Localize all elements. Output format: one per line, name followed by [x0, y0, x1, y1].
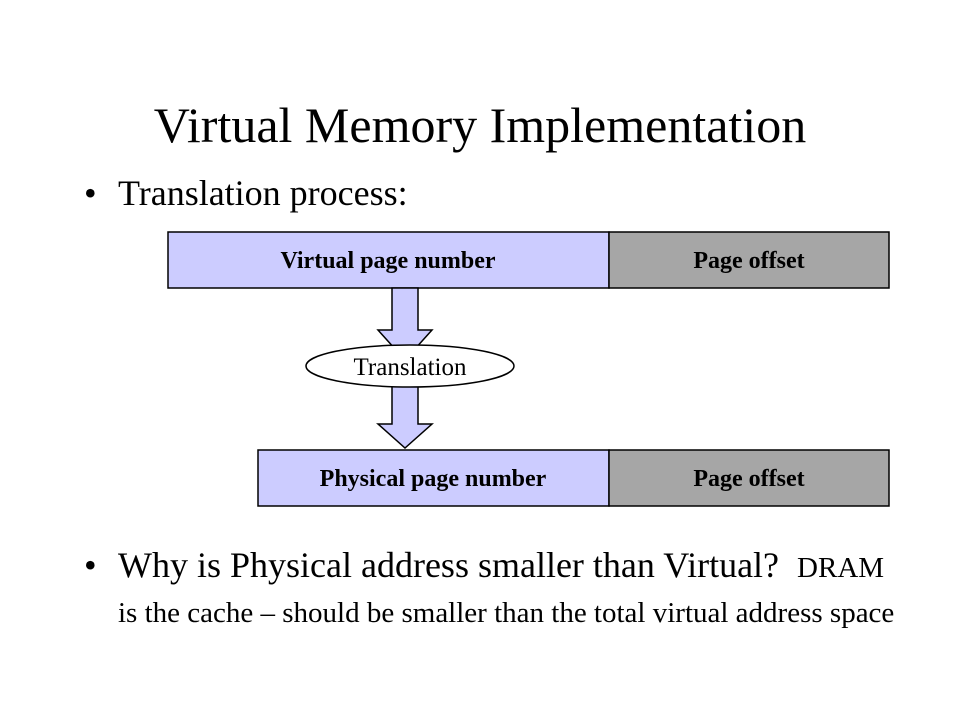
bullet-question: Why is Physical address smaller than Vir… — [118, 545, 780, 585]
translation-label: Translation — [354, 354, 467, 381]
physical-page-offset-label: Page offset — [693, 466, 804, 492]
translation-arrow-lower — [376, 379, 434, 450]
bullet-marker: • — [84, 173, 97, 213]
bullet-answer: DRAM is the cache – should be smaller th… — [118, 552, 895, 629]
bullet-text: Translation process: — [118, 173, 408, 213]
physical-page-offset-field — [608, 449, 890, 507]
bullet-marker: • — [84, 545, 97, 585]
bullet-translation-process: • Translation process: — [84, 172, 408, 214]
slide-title: Virtual Memory Implementation — [153, 97, 807, 153]
physical-page-number-field — [257, 449, 610, 507]
bullet-physical-smaller: • Why is Physical address smaller than V… — [84, 544, 904, 634]
virtual-page-number-label: Virtual page number — [280, 248, 495, 274]
bullet-text: Why is Physical address smaller than Vir… — [84, 544, 904, 634]
virtual-page-offset-field — [608, 231, 890, 289]
translation-oval — [305, 344, 515, 388]
virtual-page-offset-label: Page offset — [693, 248, 804, 274]
physical-page-number-label: Physical page number — [320, 466, 547, 492]
